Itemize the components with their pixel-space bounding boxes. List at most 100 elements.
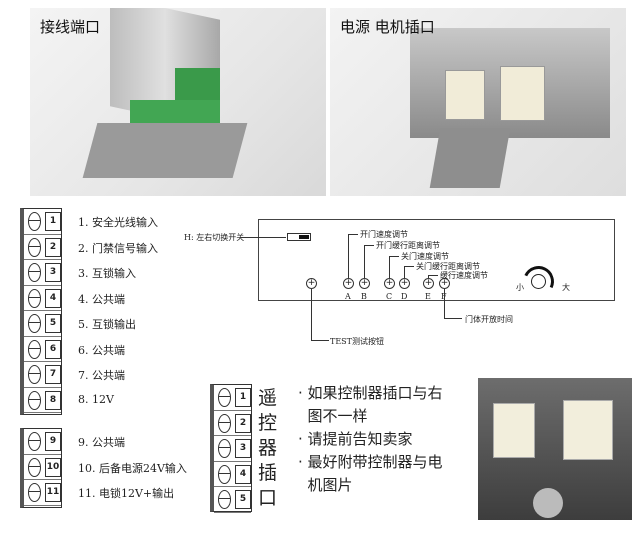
terminal-label: 8. 12V: [78, 392, 114, 406]
adjust-screw-e[interactable]: +: [423, 278, 434, 289]
leader-line: [389, 256, 399, 257]
note-line: 图不一样: [298, 407, 368, 425]
screw-icon: [28, 314, 41, 333]
terminal-label: 6. 公共端: [78, 343, 125, 357]
lr-switch[interactable]: [287, 233, 311, 241]
terminal-row: 5: [214, 487, 251, 513]
screw-icon: [218, 490, 231, 509]
adjust-label: 缓行速度调节: [440, 271, 488, 280]
screw-icon: [218, 413, 231, 433]
leader-line: [348, 234, 349, 278]
terminal-row: 2: [24, 235, 61, 260]
panel-diagram: [258, 219, 615, 301]
screw-letter: C: [386, 292, 393, 301]
terminal-number: 2: [235, 413, 251, 433]
terminal-label: 11. 电锁12V+输出: [78, 487, 175, 500]
remote-title: 遥控器插口: [258, 387, 278, 509]
terminal-number: 5: [45, 314, 61, 333]
adjust-label: 开门速度调节: [360, 230, 408, 239]
adjust-screw-a[interactable]: +: [343, 278, 354, 289]
screw-icon: [28, 390, 41, 410]
screw-letter: E: [425, 292, 431, 301]
leader-line: [428, 275, 438, 276]
terminal-number: 9: [45, 432, 61, 451]
adjust-screw-f[interactable]: +: [439, 278, 450, 289]
terminal-number: 8: [45, 390, 61, 410]
photo-connector-reference: [478, 378, 632, 520]
terminal-label: 1. 安全光线输入: [78, 216, 158, 229]
photo-title: 接线端口: [40, 18, 101, 36]
terminal-row: 8: [24, 388, 61, 413]
terminal-row: 4: [24, 286, 61, 311]
leader-line: [389, 256, 390, 278]
leader-line: [364, 245, 374, 246]
screw-icon: [218, 388, 231, 407]
terminal-row: 6: [24, 337, 61, 362]
terminal-row: 2: [214, 411, 251, 436]
note-line: · 最好附带控制器与电: [298, 453, 443, 471]
adjust-screw-b[interactable]: +: [359, 278, 370, 289]
knob[interactable]: [531, 274, 546, 289]
screw-icon: [28, 483, 41, 502]
screw-icon: [28, 237, 41, 257]
test-button-label: TEST测试按钮: [330, 337, 384, 346]
terminal-label: 2. 门禁信号输入: [78, 241, 158, 255]
terminal-row: 5: [24, 311, 61, 337]
leader-line: [311, 340, 329, 341]
test-button[interactable]: +: [306, 278, 317, 289]
terminal-row: 1: [214, 385, 251, 411]
terminal-row: 1: [24, 209, 61, 235]
screw-icon: [28, 288, 41, 308]
screw-icon: [28, 212, 41, 231]
leader-line: [444, 289, 445, 319]
photo-terminal-port: 接线端口: [30, 8, 326, 196]
terminal-label: 5. 互锁输出: [78, 318, 136, 331]
adjust-screw-d[interactable]: +: [399, 278, 410, 289]
note-line: · 如果控制器插口与右: [298, 384, 443, 402]
adjust-label: 关门速度调节: [401, 252, 449, 261]
adjust-screw-c[interactable]: +: [384, 278, 395, 289]
leader-line: [364, 245, 365, 278]
terminal-block-remote: 1 2 3 4 5: [210, 384, 252, 513]
terminal-label: 10. 后备电源24V输入: [78, 461, 187, 475]
screw-icon: [28, 263, 41, 282]
screw-letter: F: [441, 292, 447, 301]
adjust-label: 关门缓行距离调节: [416, 262, 480, 271]
switch-label: H: 左右切换开关: [184, 233, 245, 242]
terminal-block-aux: 9 10 11: [20, 428, 62, 508]
terminal-row: 9: [24, 429, 61, 455]
screw-icon: [28, 457, 41, 477]
terminal-number: 3: [235, 439, 251, 458]
knob-min-label: 小: [516, 283, 524, 292]
terminal-number: 3: [45, 263, 61, 282]
terminal-label: 4. 公共端: [78, 292, 125, 306]
terminal-row: 7: [24, 362, 61, 388]
f-label: 门体开放时间: [465, 315, 513, 324]
terminal-row: 10: [24, 455, 61, 480]
leader-line: [404, 266, 414, 267]
terminal-number: 10: [45, 457, 61, 477]
screw-icon: [218, 464, 231, 484]
photo-power-motor-port: 电源 电机插口: [330, 8, 626, 196]
terminal-number: 6: [45, 339, 61, 359]
terminal-number: 5: [235, 490, 251, 509]
terminal-row: 11: [24, 480, 61, 506]
leader-line: [404, 266, 405, 278]
knob-max-label: 大: [562, 283, 570, 292]
screw-icon: [28, 339, 41, 359]
terminal-number: 1: [235, 388, 251, 407]
terminal-number: 7: [45, 365, 61, 384]
screw-icon: [218, 439, 231, 458]
screw-icon: [28, 432, 41, 451]
photo-title: 电源 电机插口: [340, 18, 435, 36]
terminal-row: 3: [24, 260, 61, 286]
leader-line: [444, 318, 462, 319]
screw-letter: D: [401, 292, 408, 301]
terminal-label: 3. 互锁输入: [78, 267, 136, 280]
terminal-label: 7. 公共端: [78, 369, 125, 382]
screw-icon: [28, 365, 41, 384]
terminal-row: 4: [214, 462, 251, 487]
leader-line: [348, 234, 358, 235]
terminal-number: 11: [45, 483, 61, 502]
